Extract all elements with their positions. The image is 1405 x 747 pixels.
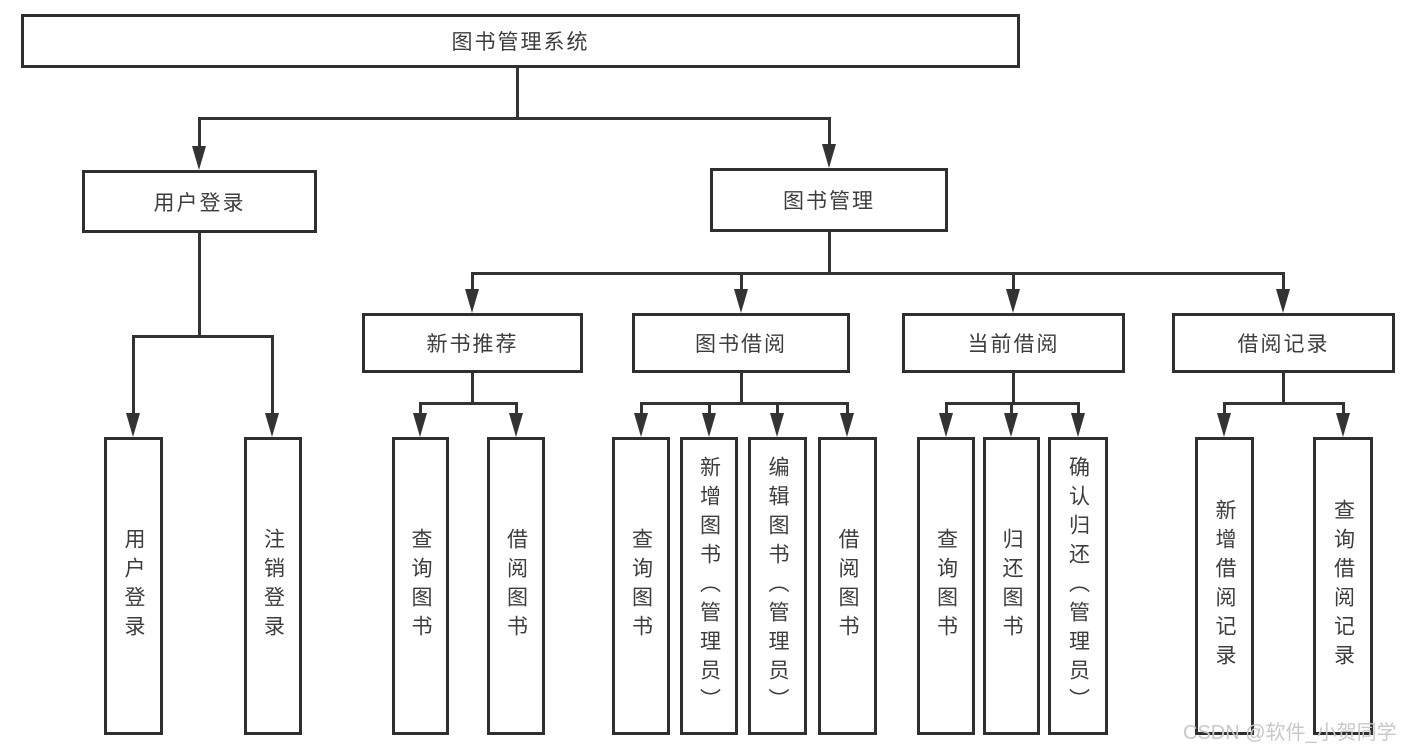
- csdn-watermark: CSDN @软件_小贺同学: [1183, 722, 1397, 744]
- connector-line: [1009, 403, 1013, 415]
- arrowhead-icon: [265, 413, 279, 437]
- arrowhead-icon: [822, 144, 836, 168]
- connector-line: [1011, 373, 1015, 403]
- connector-line: [1011, 273, 1015, 291]
- node-leaf-user-login: 用户登录: [104, 437, 163, 735]
- connector-line: [944, 403, 948, 415]
- node-leaf-query-books-2: 查询图书: [612, 437, 670, 735]
- arrowhead-icon: [413, 413, 427, 437]
- node-label: 借阅图书: [504, 528, 528, 644]
- node-user-login-group: 用户登录: [82, 170, 317, 233]
- connector-line: [470, 373, 474, 403]
- node-label: 确认归还（管理员）: [1066, 455, 1090, 717]
- connector-line: [707, 403, 711, 415]
- arrowhead-icon: [1071, 413, 1085, 437]
- connector-line: [197, 116, 831, 120]
- node-new-book-recommend: 新书推荐: [362, 313, 583, 373]
- connector-line: [197, 233, 201, 336]
- connector-line: [418, 403, 422, 415]
- arrowhead-icon: [634, 413, 648, 437]
- node-leaf-return-book: 归还图书: [983, 437, 1040, 735]
- connector-line: [827, 232, 831, 273]
- connector-line: [1341, 403, 1345, 415]
- node-leaf-edit-book-admin: 编辑图书（管理员）: [748, 437, 807, 735]
- node-leaf-add-book-admin: 新增图书（管理员）: [680, 437, 738, 735]
- node-leaf-logout: 注销登录: [244, 437, 302, 735]
- arrowhead-icon: [1006, 289, 1020, 313]
- arrowhead-icon: [770, 413, 784, 437]
- arrowhead-icon: [192, 146, 206, 170]
- node-library-management-system: 图书管理系统: [21, 14, 1020, 68]
- connector-line: [775, 403, 779, 415]
- node-label: 新书推荐: [426, 333, 519, 356]
- connector-line: [739, 373, 743, 403]
- node-book-management: 图书管理: [710, 168, 948, 232]
- connector-line: [131, 336, 135, 415]
- arrowhead-icon: [939, 413, 953, 437]
- connector-line: [515, 68, 519, 118]
- connector-line: [639, 403, 643, 415]
- node-leaf-borrow-books-2: 借阅图书: [818, 437, 877, 735]
- connector-line: [1222, 403, 1226, 415]
- connector-line: [845, 403, 849, 415]
- connector-line: [1281, 373, 1285, 403]
- arrowhead-icon: [1336, 413, 1350, 437]
- connector-line: [739, 273, 743, 291]
- connector-line: [418, 401, 518, 405]
- arrowhead-icon: [702, 413, 716, 437]
- node-label: 注销登录: [261, 528, 285, 644]
- node-label: 用户登录: [122, 528, 145, 644]
- connector-line: [514, 403, 518, 415]
- node-label: 新增借阅记录: [1213, 499, 1236, 673]
- arrowhead-icon: [734, 289, 748, 313]
- arrowhead-icon: [509, 413, 523, 437]
- node-leaf-borrow-books-1: 借阅图书: [487, 437, 545, 735]
- arrowhead-icon: [1276, 289, 1290, 313]
- connector-line: [1076, 403, 1080, 415]
- connector-line: [827, 118, 831, 146]
- node-label: 图书管理系统: [451, 31, 590, 54]
- node-label: 查询图书: [629, 528, 653, 644]
- node-label: 借阅图书: [836, 528, 859, 644]
- node-leaf-confirm-return-admin: 确认归还（管理员）: [1048, 437, 1108, 735]
- node-label: 编辑图书（管理员）: [766, 455, 789, 717]
- node-label: 查询图书: [934, 528, 958, 644]
- node-leaf-query-books-3: 查询图书: [917, 437, 975, 735]
- connector-line: [470, 273, 474, 291]
- connector-line: [270, 336, 274, 415]
- node-book-borrowing: 图书借阅: [632, 313, 850, 373]
- node-leaf-add-borrow-record: 新增借阅记录: [1195, 437, 1254, 735]
- connector-line: [470, 271, 1285, 275]
- node-label: 图书借阅: [695, 333, 787, 356]
- node-label: 当前借阅: [967, 333, 1060, 356]
- arrowhead-icon: [465, 289, 479, 313]
- node-label: 借阅记录: [1237, 333, 1330, 356]
- arrowhead-icon: [1217, 413, 1231, 437]
- connector-line: [639, 401, 849, 405]
- node-label: 查询借阅记录: [1331, 499, 1355, 673]
- arrowhead-icon: [840, 413, 854, 437]
- node-label: 图书管理: [783, 190, 875, 213]
- arrowhead-icon: [1004, 413, 1018, 437]
- node-borrowing-records: 借阅记录: [1172, 313, 1395, 373]
- node-current-borrowing: 当前借阅: [902, 313, 1125, 373]
- connector-line: [197, 118, 201, 148]
- connector-line: [1222, 401, 1345, 405]
- node-label: 查询图书: [409, 528, 432, 644]
- connector-line: [1281, 273, 1285, 291]
- node-label: 新增图书（管理员）: [697, 455, 721, 717]
- arrowhead-icon: [126, 413, 140, 437]
- node-label: 归还图书: [1000, 528, 1023, 644]
- connector-line: [131, 334, 274, 338]
- node-label: 用户登录: [153, 191, 246, 215]
- node-leaf-query-books-1: 查询图书: [392, 437, 449, 735]
- node-leaf-query-borrow-record: 查询借阅记录: [1313, 437, 1373, 735]
